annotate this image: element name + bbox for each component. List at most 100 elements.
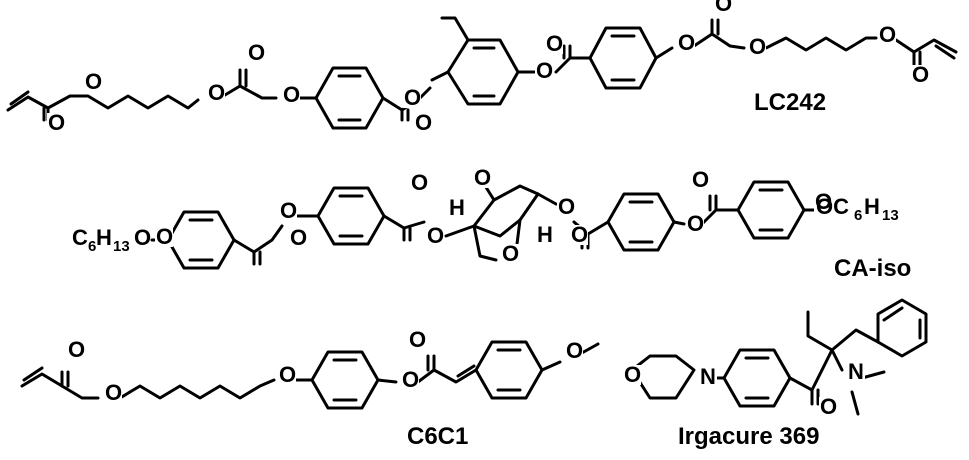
- atom-bg: [686, 214, 704, 234]
- irgacure-n-me-2: [850, 390, 860, 416]
- atom-o: O: [566, 338, 583, 363]
- atom-o: O: [427, 223, 444, 248]
- atom-o: O: [820, 394, 837, 419]
- atom-bg: [536, 225, 554, 245]
- atom-o: O: [404, 85, 421, 110]
- lc242-right-vinyl: [912, 38, 958, 54]
- formula-subscript: 13: [882, 207, 899, 224]
- atom-bg: [448, 198, 466, 218]
- lc242-right-vinyl-double: [934, 44, 956, 60]
- lc242-carbonate-right: [692, 18, 714, 48]
- atom-o: O: [105, 380, 122, 405]
- c6c1-vinyl-double: [22, 366, 44, 382]
- atom-bg: [67, 340, 85, 360]
- atom-bg: [570, 225, 588, 245]
- atom-o: O: [85, 69, 102, 94]
- atom-bg: [677, 33, 695, 53]
- c6c1-vinyl: [20, 372, 64, 388]
- atom-bg: [557, 197, 575, 217]
- atom-o: O: [692, 167, 709, 192]
- atom-bg: [289, 228, 307, 248]
- atom-bg: [623, 365, 641, 385]
- atom-o: O: [687, 211, 704, 236]
- caiso-iso-bridge: [472, 192, 540, 238]
- atom-bg: [414, 113, 432, 133]
- atom-bg: [473, 168, 491, 188]
- atom-o: O: [283, 82, 300, 107]
- atom-bg: [279, 201, 297, 221]
- molecule-names: LC242 CA-iso C6C1 Irgacure 369: [407, 89, 911, 450]
- label-caiso: CA-iso: [834, 255, 911, 282]
- atom-bg: [691, 170, 709, 190]
- lc242-carbonate-right-o: [710, 32, 746, 50]
- atom-n: N: [848, 359, 864, 384]
- atom-o: O: [546, 31, 563, 56]
- c6c1-ester-o: [60, 384, 100, 400]
- atom-o: O: [68, 337, 85, 362]
- formula-symbol: H: [96, 225, 112, 250]
- caiso-iso-top: [492, 184, 540, 202]
- caiso-ester-1-o: [252, 224, 284, 254]
- atom-o: O: [715, 0, 732, 16]
- atom-o: O: [815, 189, 832, 214]
- atom-n: N: [700, 364, 716, 389]
- atom-bg: [565, 341, 583, 361]
- atom-bg: [501, 244, 519, 264]
- atom-o: O: [290, 225, 307, 250]
- atom-h: H: [537, 222, 553, 247]
- atom-bg: [401, 370, 419, 390]
- irgacure-benzyl: [830, 328, 880, 352]
- atom-bg: [47, 113, 65, 133]
- atom-bg: [819, 397, 837, 417]
- atom-o: O: [474, 165, 491, 190]
- atom-bg: [426, 226, 444, 246]
- atom-bg: [714, 0, 732, 14]
- caiso-ester-1: [232, 238, 256, 266]
- formula-subscript: 13: [113, 238, 130, 255]
- atom-o: O: [415, 110, 432, 135]
- formula-subscript: 6: [88, 238, 96, 255]
- atom-o: O: [402, 367, 419, 392]
- formula-symbol: C: [72, 225, 88, 250]
- lc242-left-chain: [46, 94, 200, 110]
- atom-o: O: [912, 62, 929, 87]
- caiso-ester-3-link: [586, 220, 610, 236]
- atom-bg: [535, 61, 553, 81]
- formula-symbol: H: [864, 194, 880, 219]
- atom-o: O: [879, 22, 896, 47]
- atom-bg: [282, 85, 300, 105]
- atom-o: O: [411, 170, 428, 195]
- label-irgacure: Irgacure 369: [678, 423, 819, 450]
- formula-subscript: 6: [854, 207, 862, 224]
- irgacure-quat-c: [810, 348, 834, 392]
- atom-bg: [410, 173, 428, 193]
- c6c1-ring-1-o: [376, 378, 398, 384]
- caiso-ester-2-o: [402, 220, 426, 230]
- irgacure-morpholine: [630, 354, 696, 400]
- atom-bg: [408, 330, 426, 350]
- lc242-ring-central: [446, 38, 520, 106]
- formula-symbol: O: [134, 225, 151, 250]
- irgacure-n-me-1: [860, 370, 886, 380]
- atom-o: O: [280, 198, 297, 223]
- irgacure-benzyl-ring: [876, 298, 928, 358]
- lc242-right-chain: [764, 36, 878, 52]
- atom-o: O: [279, 362, 296, 387]
- atom-o: O: [749, 34, 766, 59]
- atom-bg: [545, 34, 563, 54]
- atom-bg: [104, 383, 122, 403]
- atom-bg: [814, 192, 832, 212]
- atom-o: O: [208, 80, 225, 105]
- atom-o: O: [624, 362, 641, 387]
- formula-symbol: OC: [816, 194, 849, 219]
- atom-bg: [84, 72, 102, 92]
- atom-o: O: [502, 241, 519, 266]
- lc242-left-acrylate: [6, 95, 50, 112]
- lc242-ring-3-o: [654, 46, 674, 60]
- irgacure-ketone: [788, 376, 814, 406]
- atom-bg: [403, 88, 421, 108]
- atom-o: O: [248, 40, 265, 65]
- atom-bg: [155, 227, 173, 247]
